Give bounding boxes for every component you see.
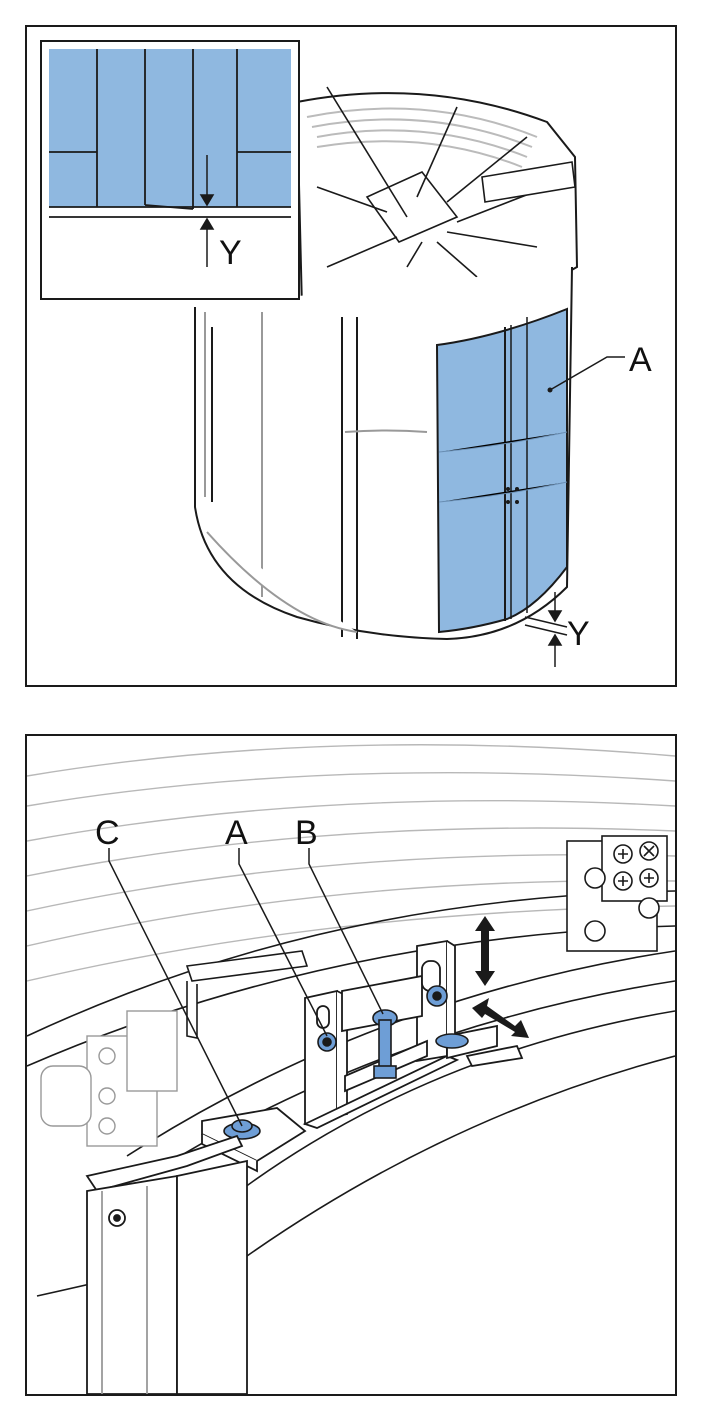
bracket-drawing: C A B xyxy=(27,744,675,1394)
label-C: C xyxy=(95,814,120,852)
sliding-door-leaf xyxy=(435,307,568,634)
horizontal-adjust-arrow xyxy=(472,998,529,1038)
revolving-door-drawing: A Y xyxy=(40,40,652,667)
gap-Y-indicator: Y xyxy=(524,592,590,667)
door-profile xyxy=(85,1134,248,1394)
bracket-adjustment-figure: C A B xyxy=(25,734,677,1396)
inset-detail: Y xyxy=(40,40,300,300)
label-A: A xyxy=(225,814,248,852)
left-drive-block xyxy=(40,1010,178,1147)
revolving-door-overview-figure: A Y xyxy=(25,25,677,687)
top-right-plate xyxy=(566,835,668,952)
label-Y: Y xyxy=(567,615,590,653)
label-B: B xyxy=(295,814,318,852)
label-A: A xyxy=(629,341,652,379)
vertical-adjust-arrow xyxy=(475,916,495,986)
canopy-beams xyxy=(316,86,576,278)
fasteners xyxy=(223,985,469,1140)
inset-label-Y: Y xyxy=(219,234,242,272)
label-A-callout: A xyxy=(549,341,652,391)
upper-left-rail xyxy=(185,950,309,1039)
callout-leaders xyxy=(108,848,384,1127)
adjustment-arrows xyxy=(472,916,529,1038)
